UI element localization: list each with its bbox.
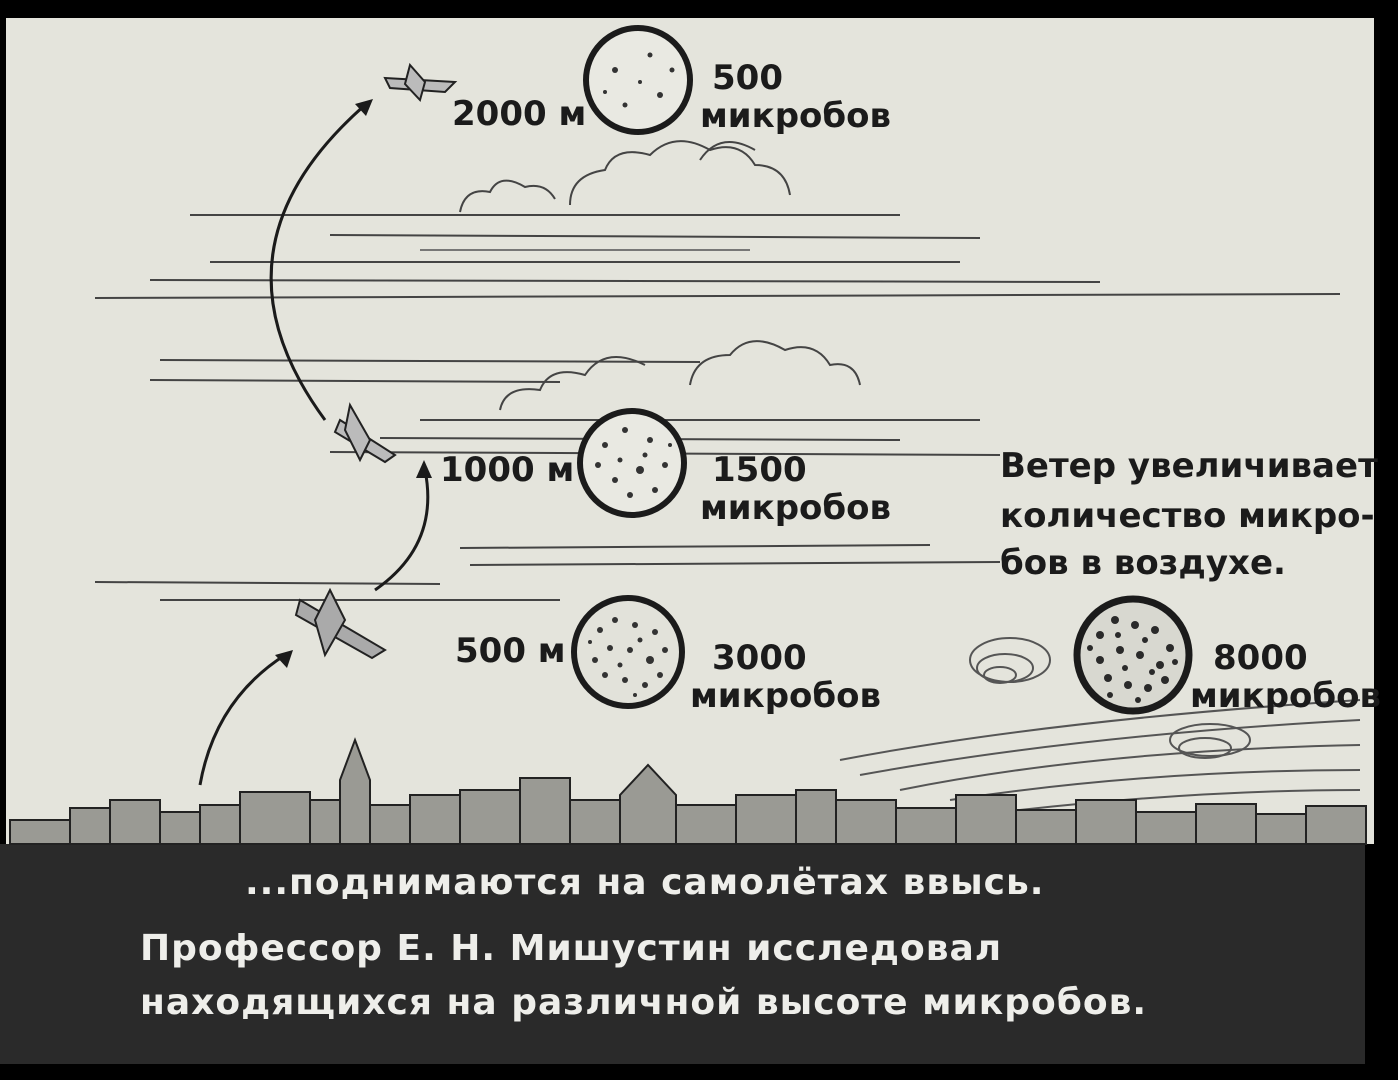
- microbe-unit: микробов: [700, 96, 892, 136]
- arrow-heads: [275, 99, 432, 668]
- petri-dish-2000: [583, 25, 693, 135]
- caption-band: [0, 844, 1365, 1064]
- altitude-label: 2000 м: [452, 94, 587, 134]
- wind-microbe-count: 8000: [1213, 638, 1308, 678]
- microbe-unit: микробов: [700, 488, 892, 528]
- city-skyline: [9, 737, 1367, 845]
- wind-swirls: [839, 637, 1361, 811]
- petri-dish-1000: [577, 408, 687, 518]
- caption-line: Профессор Е. Н. Мишустин исследовал: [140, 928, 1003, 969]
- airplane-icon: [383, 62, 458, 102]
- microbe-count: 1500: [712, 450, 807, 490]
- wind-microbe-unit: микробов: [1190, 676, 1382, 716]
- petri-dish-500: [571, 595, 685, 709]
- microbe-count: 500: [712, 58, 783, 98]
- petri-dish-wind: [1073, 595, 1193, 715]
- flight-path: [198, 103, 430, 786]
- caption-line: ...поднимаются на самолётах ввысь.: [245, 862, 1045, 903]
- airplane-icon: [333, 402, 397, 464]
- altitude-label: 500 м: [455, 631, 566, 671]
- cloud-band-upper: [94, 140, 1341, 299]
- wind-note-line: количество микро-: [1000, 496, 1375, 536]
- altitude-label: 1000 м: [440, 450, 575, 490]
- wind-note-line: Ветер увеличивает: [1000, 446, 1378, 486]
- caption-line: находящихся на различной высоте микробов…: [140, 982, 1148, 1023]
- microbe-unit: микробов: [690, 676, 882, 716]
- microbe-count: 3000: [712, 638, 807, 678]
- airplane-icon: [294, 587, 387, 660]
- wind-note-line: бов в воздухе.: [1000, 543, 1286, 583]
